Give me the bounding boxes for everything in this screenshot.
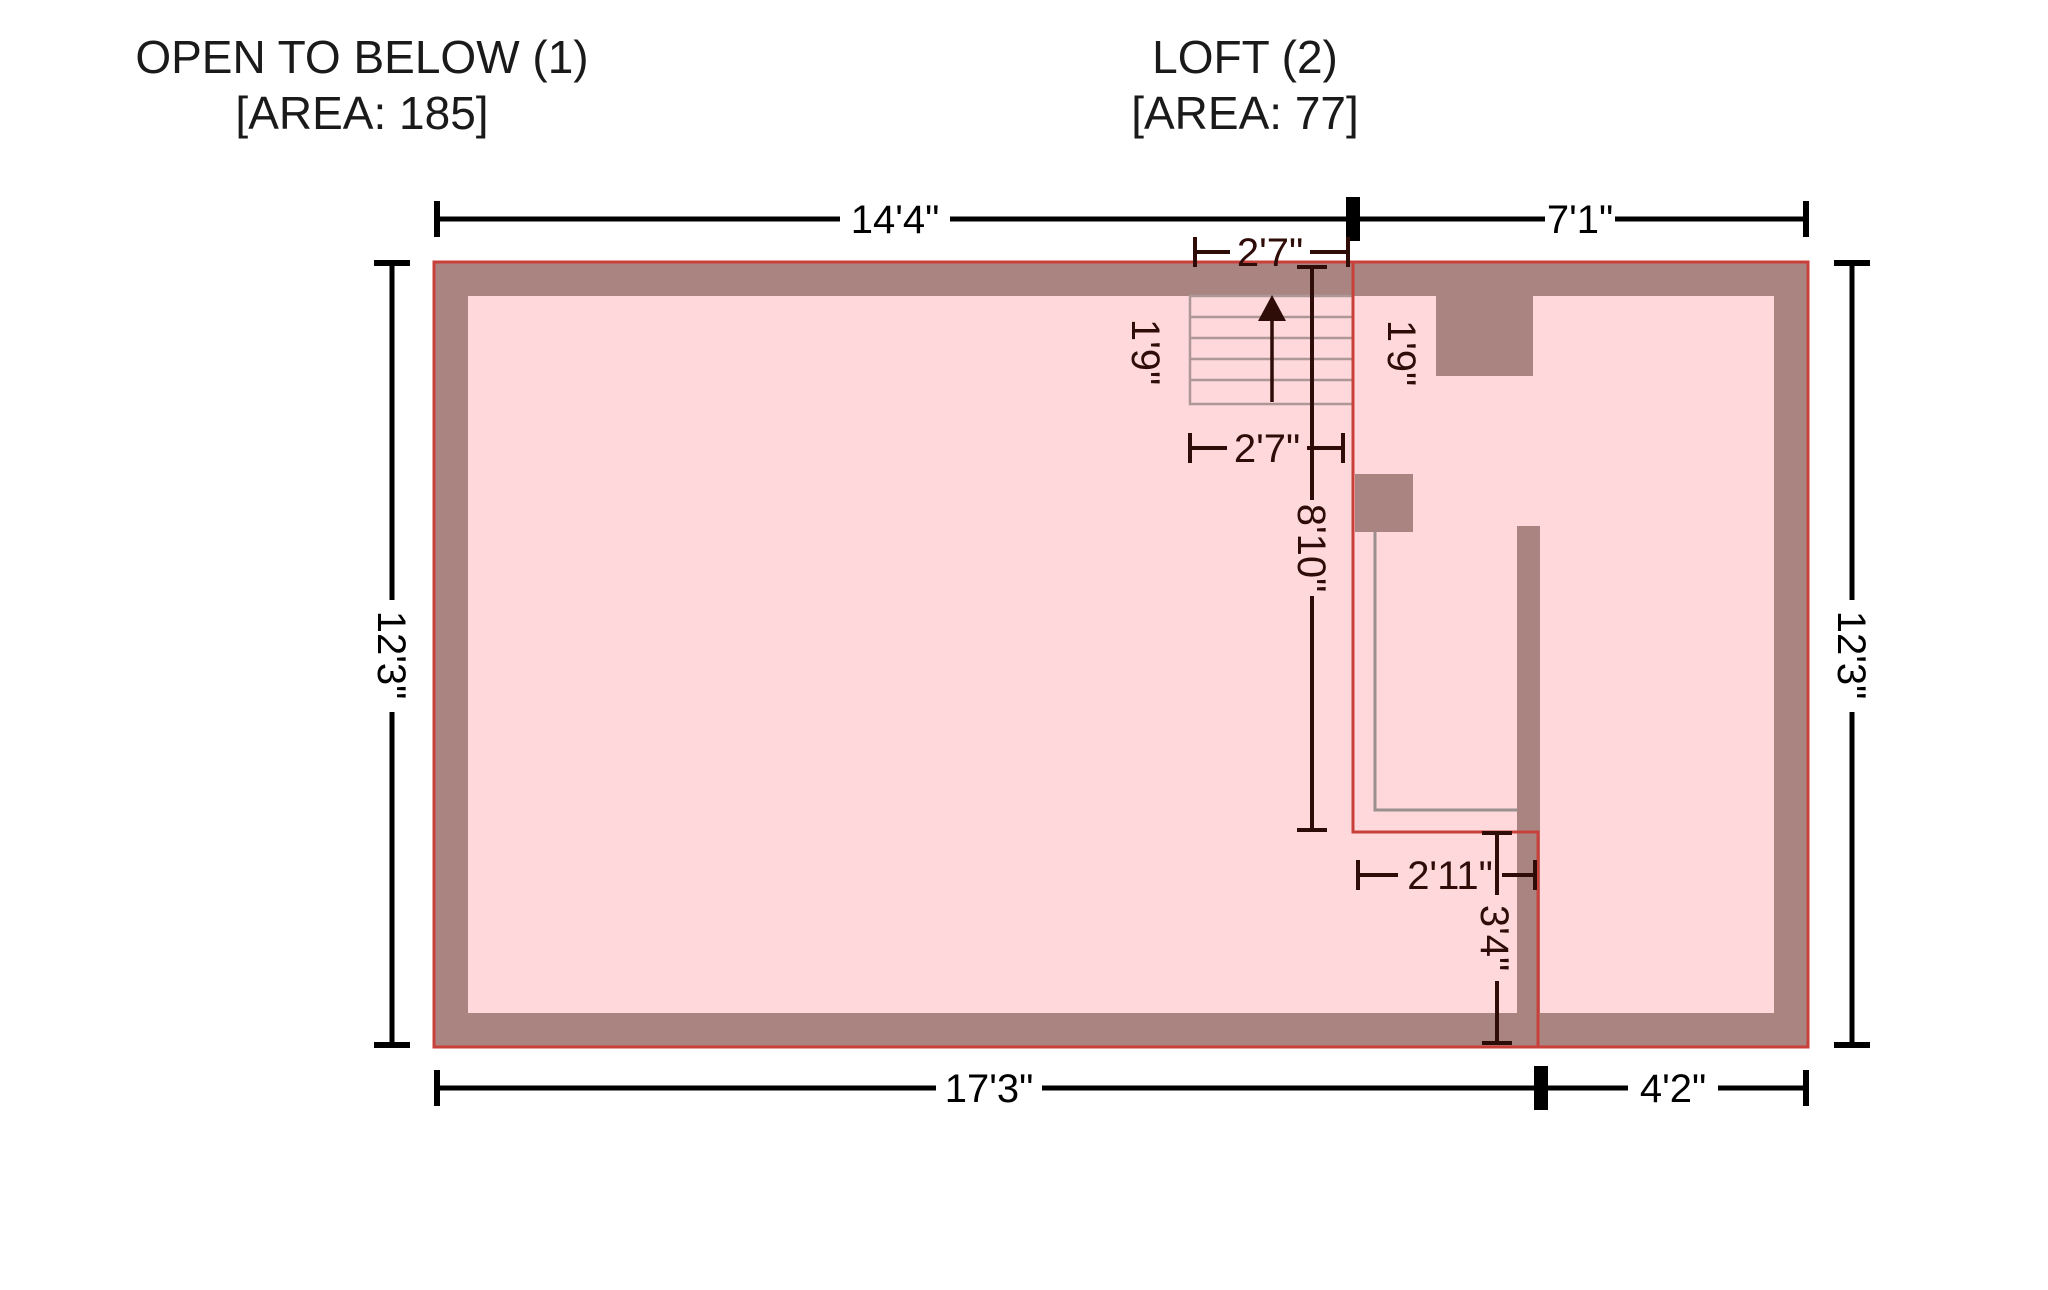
dim-right-label: 12'3" [1829, 611, 1873, 700]
dim-stair-width-top-label: 2'7" [1237, 231, 1303, 275]
dim-bottom-right-label: 4'2" [1640, 1067, 1706, 1111]
room-open-to-below-area: [AREA: 185] [235, 87, 488, 139]
dim-stair-depth-left-label: 1'9" [1123, 319, 1167, 385]
dim-stair-width-top: 2'7" [1193, 231, 1350, 275]
dim-stair-width-bottom: 2'7" [1188, 427, 1345, 471]
wall-protrusion-top [1436, 296, 1533, 376]
dim-top-right-label: 7'1" [1547, 198, 1613, 242]
loft-boundary-line [1351, 262, 1540, 1046]
dim-loft-edge-label: 8'10" [1289, 504, 1333, 593]
building-outline [432, 260, 1810, 1049]
dim-mid-tick [1346, 197, 1360, 241]
dim-stair-width-bottom-label: 2'7" [1234, 427, 1300, 471]
dim-top-left-label: 14'4" [851, 198, 940, 242]
dim-notch-height: 3'4" [1472, 831, 1516, 1045]
dim-left: 12'3" [369, 260, 413, 1048]
room-title-loft: LOFT (2) [AREA: 77] [1131, 31, 1359, 139]
wall-right [1774, 262, 1808, 1047]
dim-stair-depth-right-label: 1'9" [1379, 320, 1423, 386]
dim-right: 12'3" [1829, 260, 1873, 1048]
dim-loft-edge: 8'10" [1289, 265, 1333, 832]
dim-notch-width-label: 2'11" [1407, 854, 1493, 898]
wall-left [434, 262, 468, 1047]
dim-notch-height-label: 3'4" [1472, 905, 1516, 971]
dim-notch-width: 2'11" [1356, 854, 1537, 898]
wall-top [434, 262, 1808, 296]
railing-line [1373, 532, 1517, 812]
room-loft-area: [AREA: 77] [1131, 87, 1359, 139]
dim-bottom-left-label: 17'3" [945, 1067, 1034, 1111]
wall-pillar [1355, 474, 1413, 532]
dim-mid-tick [1534, 1066, 1548, 1110]
dim-bottom: 17'3" 4'2" [434, 1066, 1809, 1111]
room-loft-name: LOFT (2) [1152, 31, 1338, 83]
floor-area [434, 262, 1808, 1047]
room-open-to-below-name: OPEN TO BELOW (1) [135, 31, 588, 83]
wall-bottom [434, 1013, 1808, 1047]
wall-interior-partition [1517, 526, 1540, 1047]
dim-top: 14'4" 7'1" [434, 197, 1809, 242]
dim-left-label: 12'3" [369, 611, 413, 700]
stair-arrow-up-icon [1258, 295, 1286, 321]
room-title-open-to-below: OPEN TO BELOW (1) [AREA: 185] [135, 31, 588, 139]
